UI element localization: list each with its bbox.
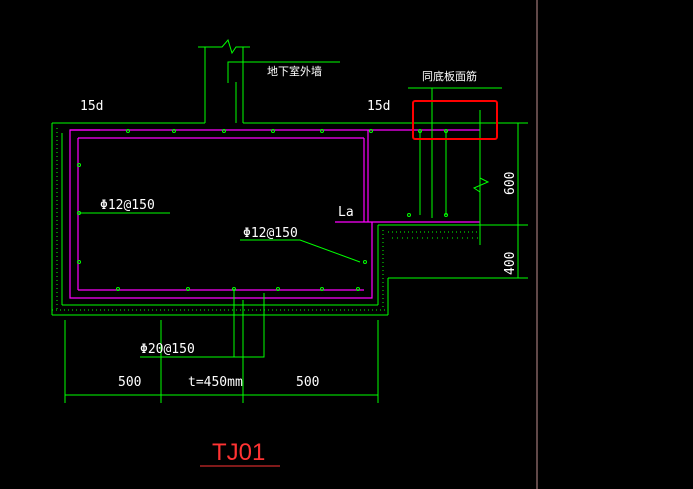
- highlight-box: [412, 100, 498, 140]
- rebar-bottom-label: Φ20@150: [140, 342, 195, 357]
- lap-label: La: [338, 205, 354, 220]
- outer-rebar: [69, 129, 373, 299]
- footing-outline: [51, 122, 520, 316]
- rebar-mid-label: Φ12@150: [243, 226, 298, 241]
- dimension-left: 500: [118, 375, 141, 390]
- slab-top-rebar-label: 同底板面筋: [422, 69, 477, 83]
- anchor-left-label: 15d: [80, 99, 103, 114]
- break-line-symbol: [198, 38, 250, 55]
- basement-wall: [198, 38, 250, 123]
- dimension-lines: [64, 110, 528, 403]
- rebar-top-label: Φ12@150: [100, 198, 155, 213]
- dimension-right: 500: [296, 375, 319, 390]
- anchor-right-label: 15d: [367, 99, 390, 114]
- rebar-lines: [69, 129, 480, 299]
- dimension-vertical-top: 600: [503, 172, 518, 195]
- leader-lines: [79, 61, 502, 403]
- dimension-vertical-bottom: 400: [503, 252, 518, 275]
- wall-label: 地下室外墙: [267, 64, 322, 78]
- drawing-title: TJ01: [212, 439, 265, 466]
- dimension-middle: t=450mm: [188, 375, 243, 390]
- break-line-symbol: [472, 177, 490, 193]
